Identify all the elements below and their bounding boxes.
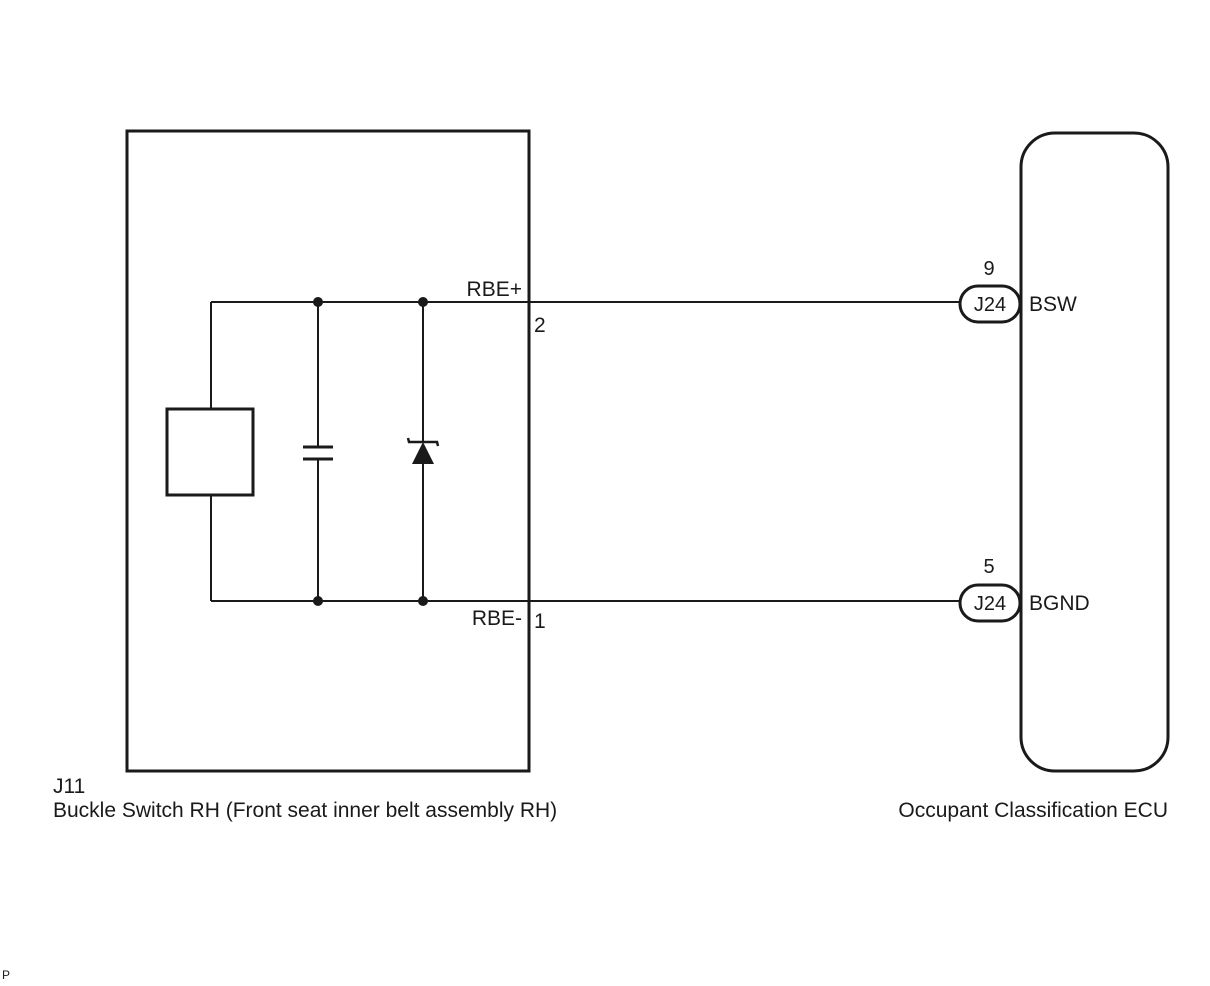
ecu-pin-5-label: 5 xyxy=(983,556,994,578)
junction-nodes xyxy=(313,297,428,606)
capacitor-icon xyxy=(303,302,333,601)
ecu-pin-9-label: 9 xyxy=(983,258,994,280)
switch-element-icon xyxy=(165,407,255,497)
terminal-rbe-minus-label: RBE- xyxy=(472,607,522,630)
switch-component-name: Buckle Switch RH (Front seat inner belt … xyxy=(53,799,557,822)
zener-diode-icon xyxy=(406,302,440,601)
ecu-outline xyxy=(1019,131,1170,773)
ecu-terminal-bgnd-label: BGND xyxy=(1029,592,1090,615)
switch-pin-2-label: 2 xyxy=(534,314,546,337)
buckle-switch-internal-wiring xyxy=(210,301,529,602)
buckle-switch-outline xyxy=(125,129,531,773)
connector-j24-bottom-label: J24 xyxy=(974,593,1006,615)
connector-j24-top-label: J24 xyxy=(974,294,1006,316)
switch-pin-1-label: 1 xyxy=(534,610,546,633)
ecu-terminal-bsw-label: BSW xyxy=(1029,293,1077,316)
footer-mark: P xyxy=(2,968,10,982)
ecu-component-name: Occupant Classification ECU xyxy=(898,799,1168,822)
switch-component-code: J11 xyxy=(53,775,85,798)
terminal-rbe-plus-label: RBE+ xyxy=(467,278,522,301)
